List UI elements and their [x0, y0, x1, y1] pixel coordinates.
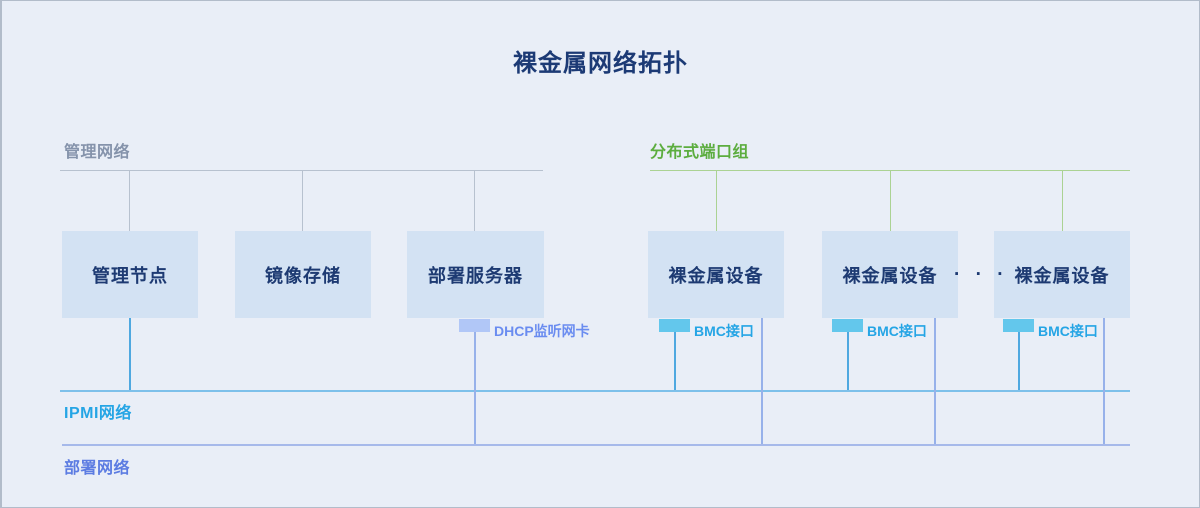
bmc-port-1: [659, 319, 690, 332]
dhcp-nic-label: DHCP监听网卡: [494, 323, 590, 339]
diagram-title: 裸金属网络拓扑: [513, 50, 688, 77]
connector-bare-metal-2-to-deployment: [934, 318, 936, 444]
connector-dpg-to-bare-metal-3: [1062, 170, 1063, 231]
connector-mgmt-to-deploy-server: [474, 170, 475, 231]
management-network-line: [60, 170, 543, 171]
connector-mgmt-to-management-node: [129, 170, 130, 231]
dhcp-nic-port: [459, 319, 490, 332]
bmc-port-2: [832, 319, 863, 332]
node-deploy-server: 部署服务器: [407, 231, 544, 318]
more-nodes-ellipsis: · · ·: [954, 264, 1009, 285]
node-bare-metal-2: 裸金属设备: [822, 231, 958, 318]
deployment-network-label: 部署网络: [64, 460, 131, 477]
node-management: 管理节点: [62, 231, 198, 318]
connector-dhcp-to-deployment: [474, 332, 476, 444]
connector-management-node-to-ipmi: [129, 318, 131, 390]
ipmi-network-line: [60, 390, 1130, 392]
bmc-label-3: BMC接口: [1038, 323, 1098, 339]
connector-bmc2-to-ipmi: [847, 332, 849, 390]
connector-mgmt-to-image-storage: [302, 170, 303, 231]
bmc-port-3: [1003, 319, 1034, 332]
bmc-label-1: BMC接口: [694, 323, 754, 339]
connector-dpg-to-bare-metal-2: [890, 170, 891, 231]
node-image-storage: 镜像存储: [235, 231, 371, 318]
connector-bmc1-to-ipmi: [674, 332, 676, 390]
connector-dpg-to-bare-metal-1: [716, 170, 717, 231]
node-bare-metal-3: 裸金属设备: [994, 231, 1130, 318]
bmc-label-2: BMC接口: [867, 323, 927, 339]
connector-bare-metal-1-to-deployment: [761, 318, 763, 444]
ipmi-network-label: IPMI网络: [64, 405, 132, 422]
connector-bmc3-to-ipmi: [1018, 332, 1020, 390]
node-bare-metal-1: 裸金属设备: [648, 231, 784, 318]
management-network-label: 管理网络: [64, 144, 131, 161]
deployment-network-line: [62, 444, 1130, 446]
distributed-port-group-label: 分布式端口组: [650, 144, 750, 161]
connector-bare-metal-3-to-deployment: [1103, 318, 1105, 444]
